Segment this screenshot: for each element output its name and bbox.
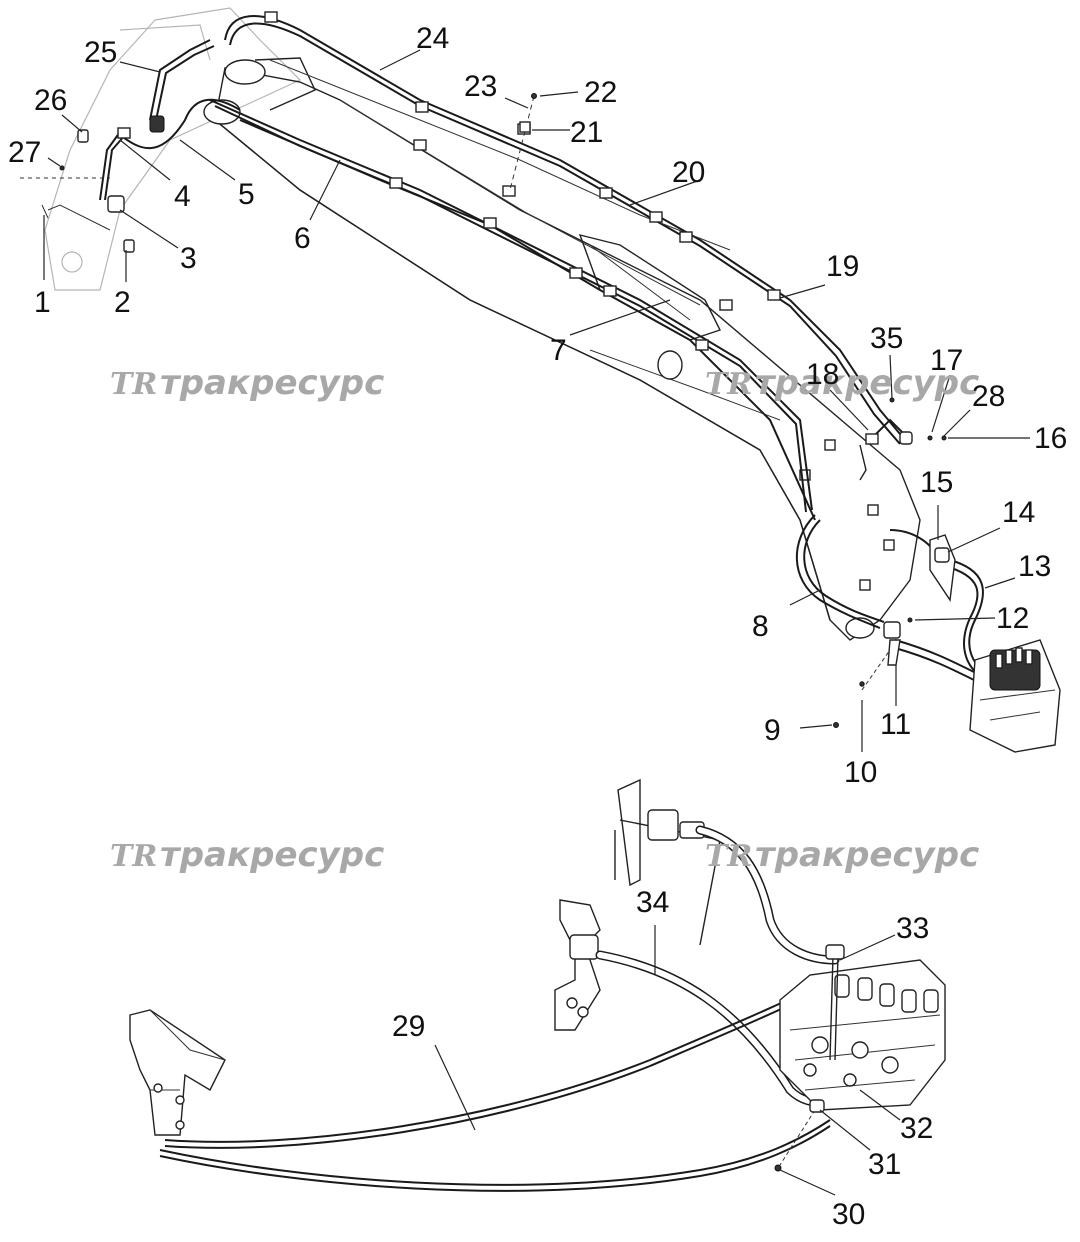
watermark-logo: TR — [705, 367, 752, 402]
callout-23: 23 — [464, 70, 497, 103]
callout-9: 9 — [764, 714, 781, 747]
callout-26: 26 — [34, 84, 67, 117]
callout-24: 24 — [416, 22, 449, 55]
callout-1: 1 — [34, 286, 51, 319]
watermark-text: тракресурс — [755, 363, 979, 403]
watermark-4: TR тракресурс — [705, 835, 979, 875]
watermark-text: тракресурс — [755, 835, 979, 875]
callout-33: 33 — [896, 912, 929, 945]
callout-15: 15 — [920, 466, 953, 499]
leader-lines — [43, 49, 1030, 1196]
watermark-text: тракресурс — [160, 363, 384, 403]
callout-32: 32 — [900, 1112, 933, 1145]
callout-22: 22 — [584, 76, 617, 109]
callout-18: 18 — [806, 358, 839, 391]
lower-assembly — [129, 778, 946, 1192]
callout-16: 16 — [1034, 422, 1067, 455]
callout-27: 27 — [8, 136, 41, 169]
watermark-logo: TR — [110, 367, 157, 402]
watermark-logo: TR — [705, 839, 752, 874]
callout-19: 19 — [826, 250, 859, 283]
callout-4: 4 — [174, 180, 191, 213]
callout-labels: 1 2 3 4 5 6 7 8 9 10 11 12 13 14 15 16 1… — [8, 22, 1067, 1231]
watermark-3: TR тракресурс — [110, 835, 384, 875]
callout-35: 35 — [870, 322, 903, 355]
callout-28: 28 — [972, 380, 1005, 413]
callout-2: 2 — [114, 286, 131, 319]
callout-17: 17 — [930, 344, 963, 377]
watermark-logo: TR — [110, 839, 157, 874]
callout-29: 29 — [392, 1010, 425, 1043]
callout-10: 10 — [844, 756, 877, 789]
watermark-text: тракресурс — [160, 835, 384, 875]
callout-13: 13 — [1018, 550, 1051, 583]
callout-12: 12 — [996, 602, 1029, 635]
callout-30: 30 — [832, 1198, 865, 1231]
watermark-2: TR тракресурс — [705, 363, 979, 403]
callout-20: 20 — [672, 156, 705, 189]
callout-21: 21 — [570, 116, 603, 149]
callout-25: 25 — [84, 36, 117, 69]
boom-end-hoses — [795, 514, 1061, 753]
callout-31: 31 — [868, 1148, 901, 1181]
callout-8: 8 — [752, 610, 769, 643]
watermark-1: TR тракресурс — [110, 363, 384, 403]
callout-14: 14 — [1002, 496, 1035, 529]
callout-7: 7 — [550, 334, 567, 367]
upper-hose-lines — [20, 11, 947, 521]
callout-34: 34 — [636, 886, 669, 919]
callout-3: 3 — [180, 242, 197, 275]
callout-11: 11 — [880, 708, 911, 741]
callout-5: 5 — [238, 178, 255, 211]
callout-6: 6 — [294, 222, 311, 255]
